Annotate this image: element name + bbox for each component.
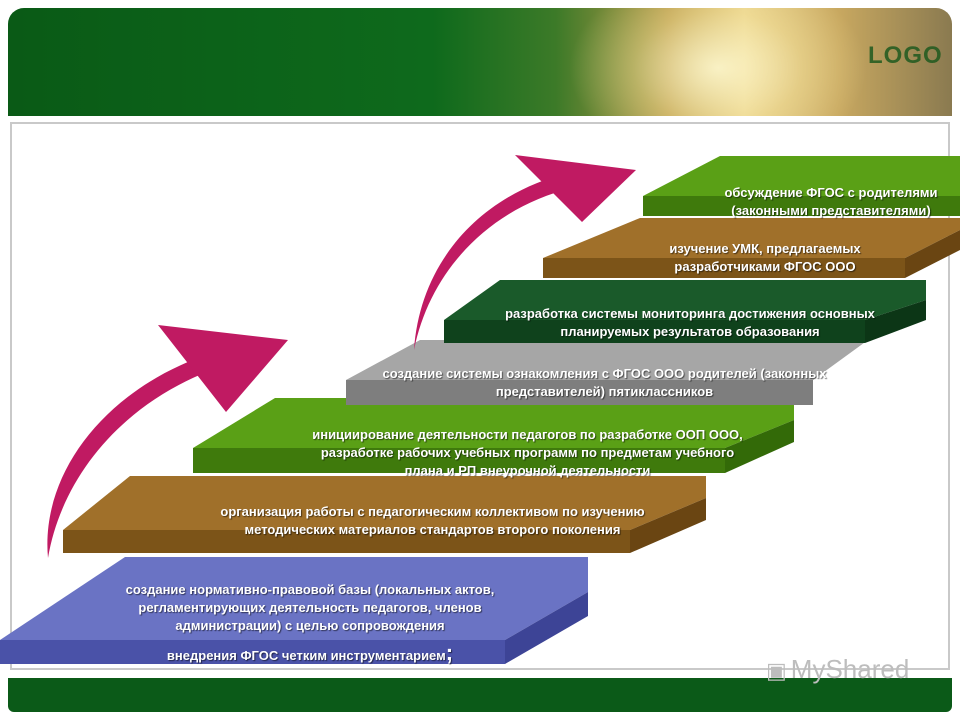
step-5-top [444,280,926,320]
step-7-label: обсуждение ФГОС с родителями (законными … [724,185,938,218]
header-glow [568,8,868,116]
step-3 [193,398,794,473]
step-4-top [346,340,868,380]
presentation-icon: ▣ [766,658,787,683]
content-border [10,122,950,670]
step-1-front [0,640,505,664]
step-6 [543,218,960,278]
step-1-side [505,592,588,664]
step-3-top [193,398,794,448]
step-7 [643,156,960,216]
watermark: ▣MyShared [766,654,909,685]
header-banner: LOGO [8,8,952,116]
arrow-lower-head [158,325,288,412]
curved-arrow-upper [414,155,636,350]
arrow-upper-head [515,155,636,222]
step-5-front [444,320,865,343]
step-3-label: инициирование деятельности педагогов по … [312,427,743,478]
step-6-top [543,218,960,258]
logo: LOGO [868,42,943,69]
footer-bar [8,678,952,712]
step-2-side [630,498,706,553]
step-6-label: изучение УМК, предлагаемых разработчикам… [669,241,861,274]
step-1-top [0,557,588,640]
step-1-label-line2: внедрения ФГОС четким инструментарием; [166,640,454,665]
step-7-front [643,196,960,216]
curved-arrow-lower [47,325,288,558]
step-6-front [543,258,905,278]
step-5-label: разработка системы мониторинга достижени… [505,306,875,339]
step-4 [346,340,868,405]
step-2 [63,476,706,553]
step-2-top [63,476,706,530]
step-5-side [865,300,926,343]
step-3-front [193,448,725,473]
step-7-top [643,156,960,196]
step-5 [444,280,926,343]
step-1-label: создание нормативно-правовой базы (локал… [125,582,495,633]
step-1 [0,557,588,664]
watermark-text: MyShared [790,654,910,684]
semicolon-mark: ; [445,640,454,665]
step-6-side [905,230,960,278]
step-4-front [346,380,813,405]
step-2-front [63,530,630,553]
step-2-label: организация работы с педагогическим колл… [220,504,645,537]
step-3-side [725,420,794,473]
step-4-label: создание системы ознакомления с ФГОС ООО… [382,366,827,399]
